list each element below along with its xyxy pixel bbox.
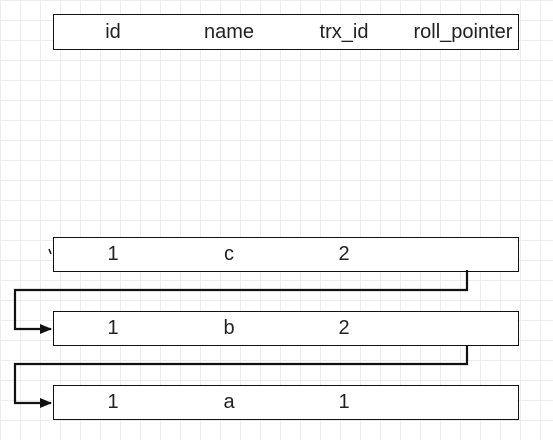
header-cell-name: name (203, 21, 255, 43)
row-cell-name: b (223, 317, 235, 339)
version-row: 1 b 2 (53, 311, 519, 346)
row-cell-name: c (224, 243, 234, 265)
row-cell-roll-pointer (406, 238, 520, 271)
incoming-pointer-stub (48, 248, 52, 255)
row-cell-roll-pointer (406, 386, 520, 419)
header-cell-id: id (105, 21, 121, 43)
row-cell-trx-id: 1 (338, 391, 350, 413)
row-cell-name: a (223, 391, 235, 413)
row-cell-trx-id: 2 (338, 317, 350, 339)
row-cell-trx-id: 2 (338, 243, 350, 265)
version-row: 1 a 1 (53, 385, 519, 420)
header-row: id name trx_id roll_pointer (53, 14, 519, 50)
row-cell-id: 1 (107, 317, 119, 339)
version-row: 1 c 2 (53, 237, 519, 272)
header-cell-roll-pointer: roll_pointer (413, 21, 513, 43)
row-cell-id: 1 (107, 243, 119, 265)
header-cell-trx-id: trx_id (319, 21, 369, 43)
row-cell-roll-pointer (406, 312, 520, 345)
row-cell-id: 1 (107, 391, 119, 413)
